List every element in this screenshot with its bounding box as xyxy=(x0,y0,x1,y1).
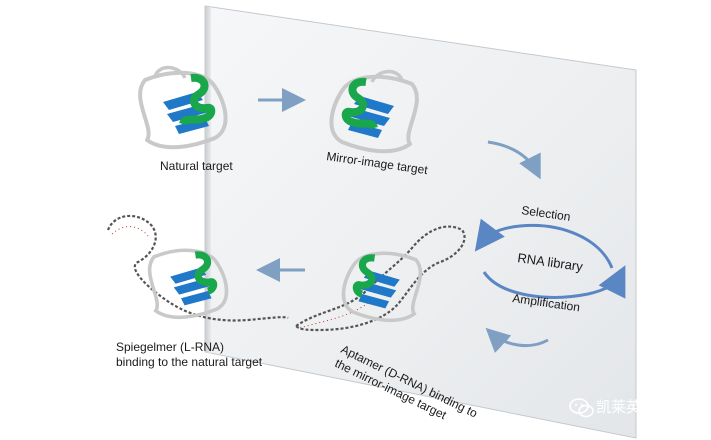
watermark-text: 凯莱英药闻 xyxy=(596,398,671,416)
arrow-to-selection xyxy=(487,140,541,180)
natural-target-label: Natural target xyxy=(160,159,233,173)
selection-label: Selection xyxy=(521,203,572,224)
natural-target-protein xyxy=(138,65,228,150)
mirror-image-target-protein xyxy=(329,69,419,154)
watermark: 凯莱英药闻 xyxy=(569,398,671,418)
selex-cycle xyxy=(474,218,626,299)
wechat-icon xyxy=(569,398,594,418)
arrow-from-amplification xyxy=(485,327,549,354)
spiegelmer-label-line1: Spiegelmer (L-RNA) xyxy=(116,340,224,354)
spiegelmer-label-line2: binding to the natural target xyxy=(116,355,263,369)
mirror-plane xyxy=(204,5,637,439)
spiegelmer-complex xyxy=(106,214,289,322)
aptamer-complex xyxy=(294,225,466,332)
